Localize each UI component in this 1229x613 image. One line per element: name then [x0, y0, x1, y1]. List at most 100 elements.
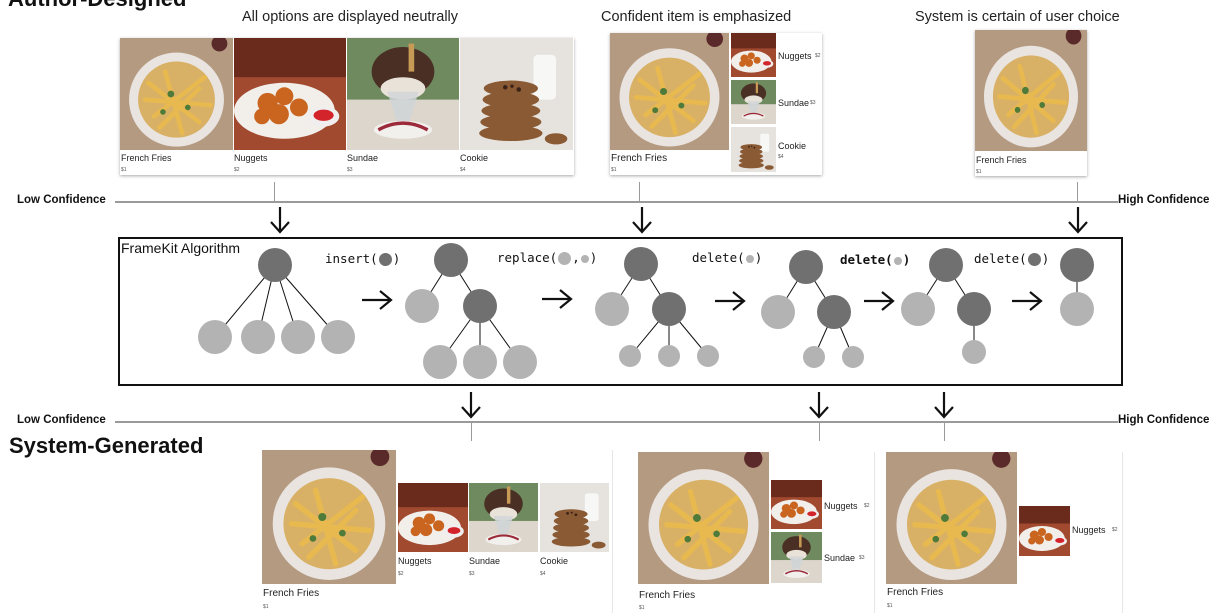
- item-price-nuggets: $2: [1112, 527, 1118, 533]
- item-price-fries: $1: [887, 603, 893, 609]
- sundae-photo: [347, 38, 459, 150]
- nuggets-photo: [398, 483, 468, 552]
- caption-neutral: All options are displayed neutrally: [242, 9, 459, 25]
- down-arrow-icon: [933, 390, 955, 419]
- op-delete-close: ): [754, 250, 763, 265]
- section-title-system-generated: System-Generated: [9, 433, 204, 458]
- right-arrow-icon: [540, 288, 573, 310]
- sundae-image: [469, 483, 538, 552]
- tick-generated-3: [944, 421, 945, 441]
- menu-card-emphasized: French Fries $1 Nuggets $2 Sundae $3 Coo…: [610, 33, 822, 175]
- item-price-sundae: $3: [859, 555, 865, 561]
- item-name-nuggets: Nuggets: [234, 153, 268, 163]
- down-arrow-icon: [631, 205, 653, 234]
- small-light-node-icon: [745, 254, 754, 263]
- algorithm-box: [118, 237, 1123, 386]
- fries-image-large: [886, 452, 1017, 584]
- card-divider: [1122, 452, 1123, 613]
- item-price-nuggets: $2: [864, 503, 870, 509]
- item-name-sundae: Sundae: [347, 153, 379, 163]
- sundae-image: [347, 38, 459, 150]
- tick-generated-2: [819, 421, 820, 441]
- nuggets-image-small: [1019, 506, 1070, 556]
- item-price-nuggets: $2: [398, 571, 404, 577]
- right-arrow-icon: [713, 290, 746, 312]
- item-price-fries: $1: [976, 169, 982, 175]
- generated-card-1: French Fries $1 Nuggets $2 Sundae $3 Coo…: [262, 450, 612, 613]
- cookie-image: [460, 38, 573, 150]
- tick-emphasized: [639, 182, 640, 202]
- sundae-image-small: [731, 80, 776, 124]
- right-arrow-icon: [360, 289, 393, 311]
- small-light-node-icon: [580, 254, 589, 263]
- down-arrow-icon: [1067, 205, 1089, 234]
- item-name-fries: French Fries: [263, 588, 320, 599]
- item-price-fries: $1: [611, 167, 617, 173]
- item-price-fries: $1: [639, 605, 645, 611]
- item-price-nuggets: $2: [234, 167, 240, 173]
- caption-emphasized: Confident item is emphasized: [601, 9, 792, 25]
- item-price-cookie: $4: [778, 154, 784, 160]
- nuggets-photo: [234, 38, 346, 150]
- caption-certain: System is certain of user choice: [915, 9, 1120, 25]
- op-delete-close: ): [1041, 251, 1050, 266]
- tick-neutral: [274, 182, 275, 202]
- nuggets-image: [398, 483, 468, 552]
- fries-image: [120, 38, 233, 150]
- down-arrow-icon: [269, 205, 291, 234]
- item-name-cookie: Cookie: [460, 153, 489, 163]
- op-replace-sep: ,: [572, 250, 580, 265]
- op-insert: insert(): [325, 251, 400, 266]
- item-name-fries: French Fries: [639, 590, 696, 601]
- fries-image-large: [610, 33, 729, 150]
- generated-card-2: French Fries $1 Nuggets $2 Sundae $3: [638, 452, 874, 613]
- right-arrow-icon: [862, 290, 895, 312]
- item-name-cookie: Cookie: [540, 556, 569, 566]
- down-arrow-icon: [808, 390, 830, 419]
- sundae-image-small: [771, 532, 822, 583]
- item-price-cookie: $4: [460, 167, 466, 173]
- dark-node-icon: [378, 253, 392, 266]
- op-delete-name: delete(: [692, 250, 745, 265]
- fries-photo: [975, 30, 1087, 151]
- fries-photo: [638, 452, 769, 584]
- cookie-photo: [731, 127, 776, 172]
- item-price-sundae: $3: [810, 100, 816, 106]
- right-arrow-icon: [1010, 290, 1043, 312]
- op-replace: replace(,): [497, 250, 597, 265]
- item-name-fries: French Fries: [887, 587, 944, 598]
- item-name-cookie: Cookie: [778, 141, 807, 151]
- nuggets-photo: [771, 480, 822, 529]
- op-delete-close: ): [902, 252, 911, 267]
- cookie-photo: [540, 483, 609, 552]
- nuggets-photo: [1019, 506, 1070, 556]
- op-insert-name: insert(: [325, 251, 378, 266]
- fries-photo: [262, 450, 396, 584]
- item-name-nuggets: Nuggets: [824, 501, 858, 511]
- down-arrow-icon: [460, 390, 482, 419]
- fries-image-large: [638, 452, 769, 584]
- cookie-image-small: [731, 127, 776, 172]
- nuggets-image: [234, 38, 346, 150]
- op-delete-1: delete(): [692, 250, 762, 265]
- op-replace-close: ): [589, 250, 598, 265]
- item-name-fries: French Fries: [121, 153, 172, 163]
- cookie-image: [540, 483, 609, 552]
- fries-image-large: [262, 450, 396, 584]
- tick-certain: [1077, 182, 1078, 202]
- fries-image: [975, 30, 1087, 151]
- fries-photo: [120, 38, 233, 150]
- item-name-sundae: Sundae: [469, 556, 501, 566]
- section-title-author-designed: Author-Designed: [8, 0, 186, 12]
- item-price-fries: $1: [263, 604, 269, 610]
- nuggets-photo: [731, 33, 776, 77]
- item-price-cookie: $4: [540, 571, 546, 577]
- axis-low-label: Low Confidence: [17, 194, 106, 206]
- card-divider: [874, 452, 875, 613]
- sundae-photo: [731, 80, 776, 124]
- nuggets-image-small: [731, 33, 776, 77]
- item-name-fries: French Fries: [976, 155, 1027, 165]
- axis-high-label: High Confidence: [1118, 414, 1210, 426]
- fries-photo: [886, 452, 1017, 584]
- item-name-sundae: Sundae: [778, 98, 810, 108]
